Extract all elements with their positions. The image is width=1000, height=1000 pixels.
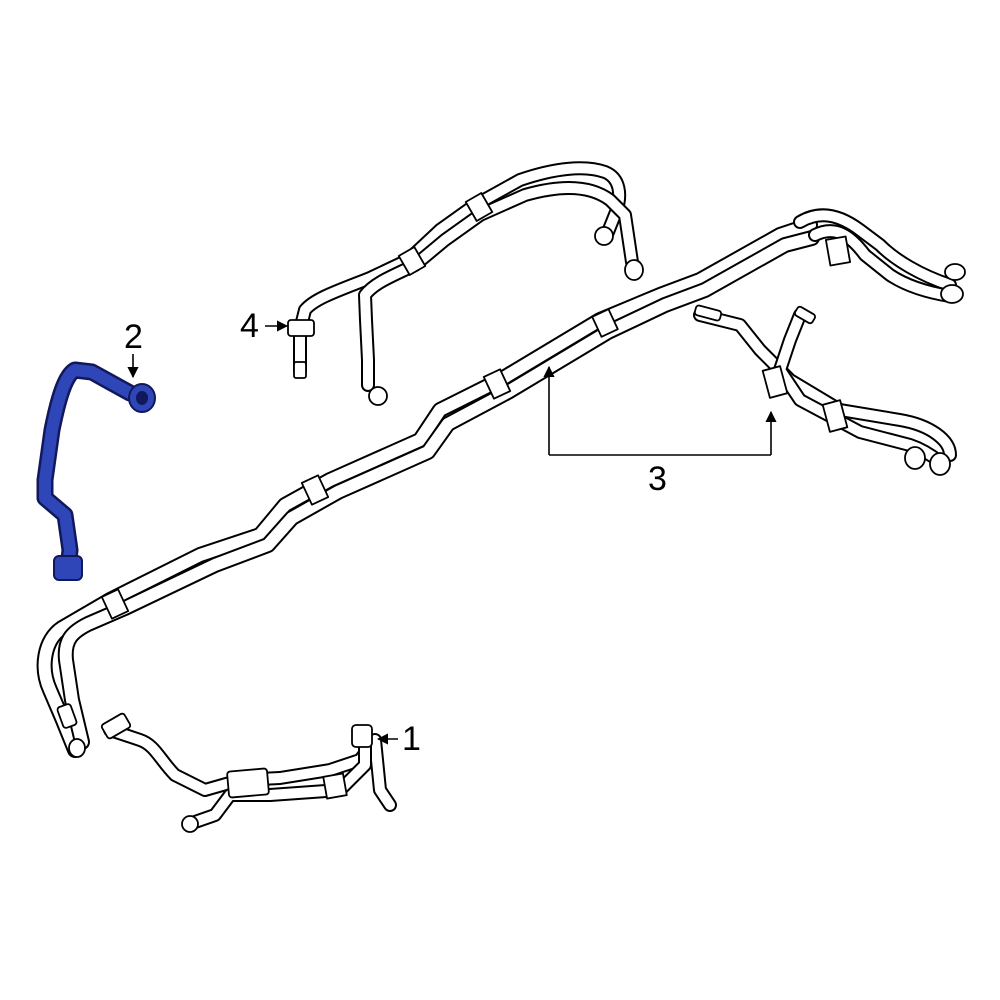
callout-label-2: 2 [124,318,143,356]
callout-label-1: 1 [402,720,421,758]
part-2-highlighted-hose[interactable] [36,361,156,581]
callout-label-4: 4 [240,307,259,345]
callout-3: 3 [543,365,777,498]
part-4-upper-hose[interactable] [287,161,644,406]
callout-1: 1 [376,720,421,758]
part-3-main-hose[interactable] [36,208,966,758]
part-1-lower-hose[interactable] [100,712,397,833]
callout-label-3: 3 [648,460,667,498]
callout-4: 4 [240,307,289,345]
callout-2: 2 [124,318,143,379]
